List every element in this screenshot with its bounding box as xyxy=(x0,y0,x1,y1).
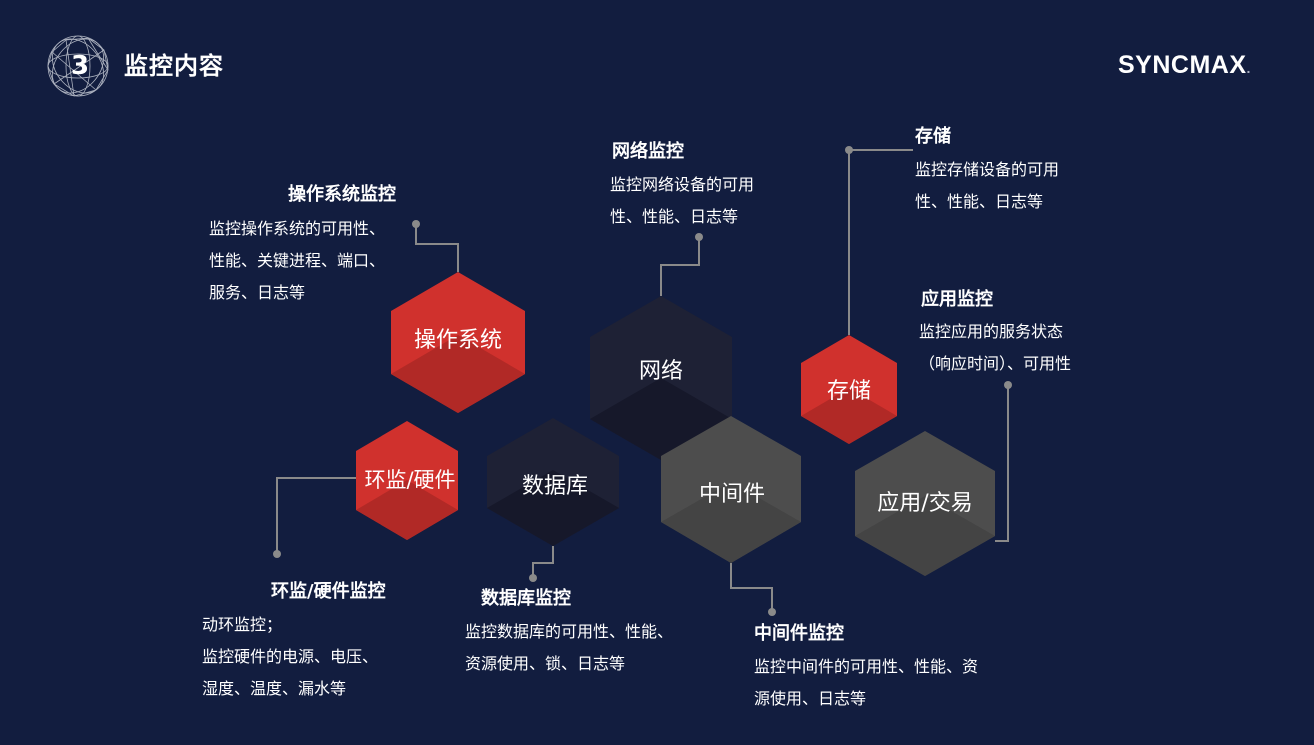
storage-block-desc: 监控存储设备的可用 性、性能、日志等 xyxy=(915,160,1060,211)
hexagon-database xyxy=(487,418,619,546)
database-block-desc: 监控数据库的可用性、性能、 资源使用、锁、日志等 xyxy=(465,622,674,673)
hexagon-database-label: 数据库 xyxy=(521,474,589,499)
storage-block-title: 存储 xyxy=(915,126,951,147)
database-connector xyxy=(532,546,554,578)
middleware-connector xyxy=(730,563,773,612)
hexagon-storage-label: 存储 xyxy=(826,379,872,404)
hexagon-os-label: 操作系统 xyxy=(413,328,503,353)
network-connector xyxy=(660,237,700,296)
network-sphere-icon xyxy=(47,35,109,97)
os-connector-dot xyxy=(412,220,420,228)
brand-logo: SYNCMAX. xyxy=(1118,48,1251,85)
hexagon-env-label: 环监/硬件 xyxy=(364,468,456,492)
env-connector-dot xyxy=(273,550,281,558)
env-connector xyxy=(276,477,356,554)
hexagon-app-label: 应用/交易 xyxy=(877,491,973,516)
middleware-block-title: 中间件监控 xyxy=(754,623,844,644)
hexagon-env xyxy=(356,421,458,540)
app-block-title: 应用监控 xyxy=(921,289,993,310)
brand-logo-mark: . xyxy=(1246,60,1251,76)
middleware-connector-dot xyxy=(768,608,776,616)
page-title: 监控内容 xyxy=(124,52,224,80)
hexagon-middleware-label: 中间件 xyxy=(698,482,766,507)
hexagon-network-label: 网络 xyxy=(638,359,684,384)
network-block-title: 网络监控 xyxy=(612,141,684,162)
env-block-desc: 动环监控； 监控硬件的电源、电压、 湿度、温度、漏水等 xyxy=(202,615,379,698)
storage-connector xyxy=(848,149,913,335)
database-block-title: 数据库监控 xyxy=(481,588,571,609)
env-block-title: 环监/硬件监控 xyxy=(271,581,386,602)
os-block-title: 操作系统监控 xyxy=(288,184,396,205)
app-connector-dot xyxy=(1004,381,1012,389)
app-connector xyxy=(995,385,1009,542)
brand-logo-text: SYNCMAX xyxy=(1118,51,1247,79)
app-block-desc: 监控应用的服务状态 （响应时间）、可用性 xyxy=(919,322,1072,373)
network-connector-dot xyxy=(695,233,703,241)
hexagon-storage xyxy=(801,335,897,444)
hexagon-middleware xyxy=(661,416,801,563)
storage-connector-dot xyxy=(845,146,853,154)
os-block-desc: 监控操作系统的可用性、 性能、关键进程、端口、 服务、日志等 xyxy=(209,219,386,302)
section-number: 3 xyxy=(70,51,90,81)
hexagon-os xyxy=(391,272,525,413)
os-connector xyxy=(415,224,459,272)
database-connector-dot xyxy=(529,574,537,582)
network-block-desc: 监控网络设备的可用 性、性能、日志等 xyxy=(610,175,755,226)
hexagon-app xyxy=(855,431,995,576)
hexagon-network xyxy=(590,296,732,460)
middleware-block-desc: 监控中间件的可用性、性能、资 源使用、日志等 xyxy=(754,657,979,708)
